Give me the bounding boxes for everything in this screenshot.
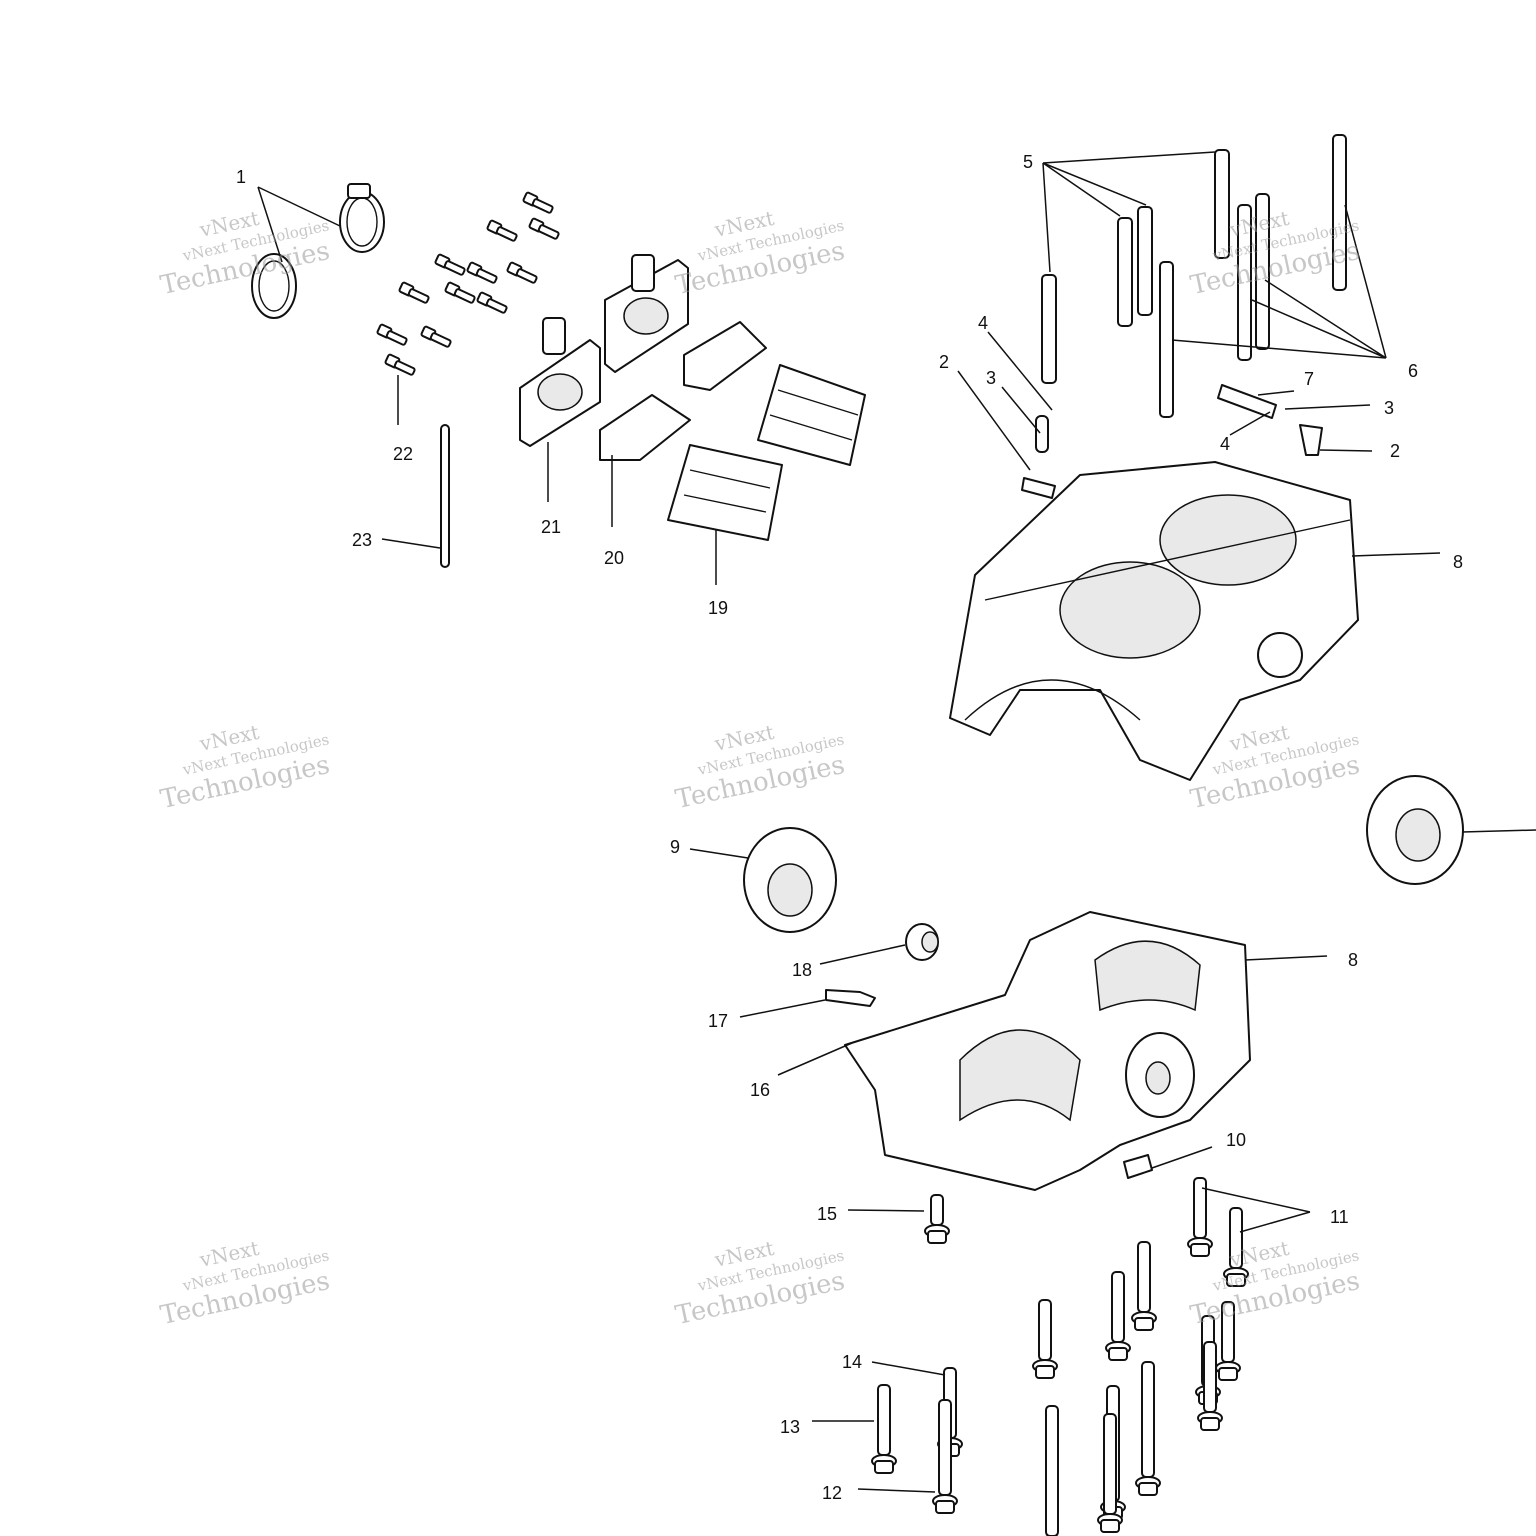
- callout-22: 22: [393, 444, 413, 464]
- crankcase-bolt: [871, 1384, 897, 1474]
- callout-23: 23: [352, 530, 372, 550]
- callout-3b: 3: [1384, 398, 1394, 418]
- callout-8b: 8: [1348, 950, 1358, 970]
- callout-9: 9: [670, 837, 680, 857]
- crankcase-bolt: [1097, 1413, 1123, 1533]
- o-ring-part: [440, 424, 450, 568]
- crankcase-bolt: [1045, 1405, 1059, 1536]
- reed-valve-part: [667, 364, 866, 541]
- small-bolt: [434, 253, 466, 276]
- bushing-part: [905, 923, 939, 961]
- watermark: vNext vNext Technologies Technologies: [673, 1236, 848, 1331]
- crankcase-bolt: [1223, 1207, 1249, 1287]
- callout-18: 18: [792, 960, 812, 980]
- callout-1: 1: [236, 167, 246, 187]
- small-bolt: [522, 191, 554, 214]
- callout-5: 5: [1023, 152, 1033, 172]
- crankcase-bolt: [1032, 1299, 1058, 1379]
- callout-17: 17: [708, 1011, 728, 1031]
- callout-11: 11: [1330, 1207, 1349, 1227]
- fitting-group: [1021, 384, 1323, 499]
- crankcase-bolt: [1187, 1177, 1213, 1257]
- small-bolt: [506, 261, 538, 284]
- callout-21: 21: [541, 517, 561, 537]
- small-bolt: [444, 281, 476, 304]
- callout-20: 20: [604, 548, 624, 568]
- watermark: vNext vNext Technologies Technologies: [673, 720, 848, 815]
- crankcase-bolt: [1215, 1301, 1241, 1381]
- dowel-pin-group: [1041, 149, 1230, 384]
- reed-bolt-group: [376, 191, 560, 376]
- watermark: vNext vNext Technologies Technologies: [158, 1236, 333, 1331]
- drain-plug-part: [1123, 1154, 1153, 1179]
- callout-2b: 2: [1390, 441, 1400, 461]
- crankcase-bolt-group: [871, 1177, 1249, 1536]
- crankcase-bolt: [932, 1399, 958, 1514]
- elbow-fitting-part: [825, 989, 876, 1007]
- small-bolt: [466, 261, 498, 284]
- cylinder-stud-group: [1159, 134, 1347, 418]
- small-bolt: [486, 219, 518, 242]
- watermark: vNext vNext Technologies Technologies: [673, 206, 848, 301]
- small-bolt: [376, 323, 408, 346]
- crankcase-bolt: [924, 1194, 950, 1244]
- callout-7: 7: [1304, 369, 1314, 389]
- callout-2a: 2: [939, 352, 949, 372]
- small-bolt: [476, 291, 508, 314]
- callout-19: 19: [708, 598, 728, 618]
- callout-4a: 4: [978, 313, 988, 333]
- callout-3a: 3: [986, 368, 996, 388]
- intake-manifold-part: [519, 254, 689, 447]
- callout-4b: 4: [1220, 434, 1230, 454]
- crank-seal-part: [743, 775, 1464, 933]
- small-bolt: [398, 281, 430, 304]
- upper-crankcase-part: [949, 461, 1359, 781]
- callout-13: 13: [780, 1417, 800, 1437]
- callout-16: 16: [750, 1080, 770, 1100]
- callout-labels: 1 22 23 21 20 19 5 6 4 3 2 7 3 4 2 8 8 9…: [236, 152, 1463, 1503]
- lower-crankcase-part: [844, 911, 1251, 1191]
- leader-lines: [257, 151, 1536, 1493]
- small-bolt: [420, 325, 452, 348]
- watermark: vNext vNext Technologies Technologies: [158, 206, 333, 301]
- small-bolt: [528, 217, 560, 240]
- callout-14: 14: [842, 1352, 862, 1372]
- hose-clamp-part: [251, 183, 385, 319]
- crankcase-bolt: [1131, 1241, 1157, 1331]
- callout-10: 10: [1226, 1130, 1246, 1150]
- callout-15: 15: [817, 1204, 837, 1224]
- crankcase-bolt: [1105, 1271, 1131, 1361]
- crankcase-bolt: [1197, 1341, 1223, 1431]
- callout-8a: 8: [1453, 552, 1463, 572]
- crankcase-bolt: [1135, 1361, 1161, 1496]
- watermark: vNext vNext Technologies Technologies: [158, 720, 333, 815]
- callout-12: 12: [822, 1483, 842, 1503]
- small-bolt: [384, 353, 416, 376]
- reed-stopper-part: [599, 321, 767, 461]
- callout-6: 6: [1408, 361, 1418, 381]
